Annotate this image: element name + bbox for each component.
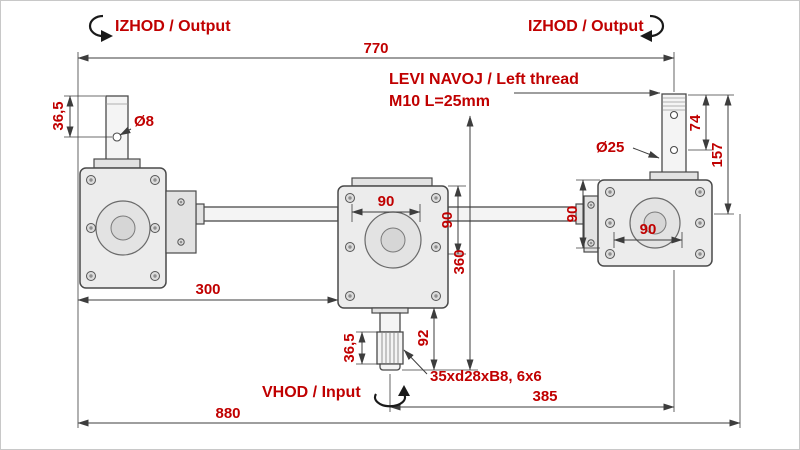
- bolt: [177, 198, 185, 206]
- dim-770: 770: [363, 40, 388, 57]
- shaft-left-segment: [195, 206, 339, 222]
- dim-90-right-h: 90: [640, 221, 657, 238]
- rotation-arrowhead-input: [398, 385, 410, 396]
- bolt: [150, 175, 160, 185]
- label-thread-line1: LEVI NAVOJ / Left thread: [389, 71, 579, 88]
- bolt: [345, 242, 355, 252]
- dim-74: 74: [687, 114, 704, 131]
- leader-spline-spec: [403, 349, 428, 375]
- leader-dia8: [119, 126, 132, 136]
- label-thread-line2: M10 L=25mm: [389, 93, 490, 110]
- bolt: [431, 193, 441, 203]
- bolt: [345, 193, 355, 203]
- left-gearbox: [79, 95, 197, 289]
- bolt: [150, 223, 160, 233]
- rotation-arrow-output-right: [649, 14, 665, 38]
- bolt: [587, 239, 595, 247]
- left-top-flange: [93, 158, 141, 169]
- right-output-shaft: [661, 93, 687, 181]
- rotation-arrow-input: [373, 393, 407, 408]
- rotation-arrows: [88, 14, 665, 408]
- input-shaft-plain: [379, 312, 401, 333]
- bolt: [150, 271, 160, 281]
- label-dia8: Ø8: [134, 113, 154, 130]
- bolt: [587, 201, 595, 209]
- middle-bearing-inner: [380, 227, 406, 253]
- rotation-arrow-output-left: [88, 14, 104, 38]
- bolt: [431, 291, 441, 301]
- right-bearing-inner: [643, 211, 667, 235]
- rotation-arrowhead-right: [640, 30, 652, 42]
- dim-90-mid-h: 90: [378, 193, 395, 210]
- spline-teeth: [381, 333, 399, 363]
- dim-90-right-v: 90: [564, 206, 581, 223]
- bolt: [86, 175, 96, 185]
- bolt: [431, 242, 441, 252]
- dim-360: 360: [451, 249, 468, 274]
- middle-gearbox: [337, 177, 449, 371]
- right-shaft-hole-lower: [669, 145, 679, 155]
- dimension-lines: [66, 54, 741, 427]
- shaft-collar-left: [195, 203, 205, 225]
- rotation-arrowhead-left: [101, 30, 113, 42]
- label-spline-spec: 35xd28xB8, 6x6: [430, 368, 542, 385]
- dim-157: 157: [709, 142, 726, 167]
- dim-365-left: 36,5: [50, 101, 67, 130]
- bolt: [605, 249, 615, 259]
- dim-92: 92: [415, 330, 432, 347]
- bolt: [605, 218, 615, 228]
- input-shaft-tip: [379, 363, 401, 371]
- thread-lines: [663, 97, 685, 111]
- left-shaft-hole: [112, 132, 122, 142]
- bolt: [605, 187, 615, 197]
- label-input: VHOD / Input: [262, 384, 361, 401]
- dim-300: 300: [195, 281, 220, 298]
- text-labels: IZHOD / Output IZHOD / Output LEVI NAVOJ…: [50, 18, 726, 422]
- left-output-shaft: [105, 95, 129, 163]
- horizontal-shaft: [195, 203, 587, 225]
- bolt: [695, 187, 705, 197]
- bolt: [86, 223, 96, 233]
- right-shaft-hole-upper: [669, 110, 679, 120]
- bolt: [695, 218, 705, 228]
- right-gearbox: [583, 93, 713, 267]
- leader-dia25: [632, 147, 660, 159]
- dim-365-input: 36,5: [341, 333, 358, 362]
- label-output-left: IZHOD / Output: [115, 18, 231, 35]
- middle-top-flange: [351, 177, 433, 187]
- dim-90-mid-v: 90: [439, 212, 456, 229]
- bolt: [86, 271, 96, 281]
- bolt: [695, 249, 705, 259]
- bolt: [177, 238, 185, 246]
- label-dia25: Ø25: [596, 139, 624, 156]
- middle-bottom-flange: [371, 307, 409, 314]
- left-bearing-inner: [110, 215, 136, 241]
- label-output-right: IZHOD / Output: [528, 18, 644, 35]
- dim-880: 880: [215, 405, 240, 422]
- bolt: [345, 291, 355, 301]
- dim-385: 385: [532, 388, 557, 405]
- right-top-flange: [649, 171, 699, 181]
